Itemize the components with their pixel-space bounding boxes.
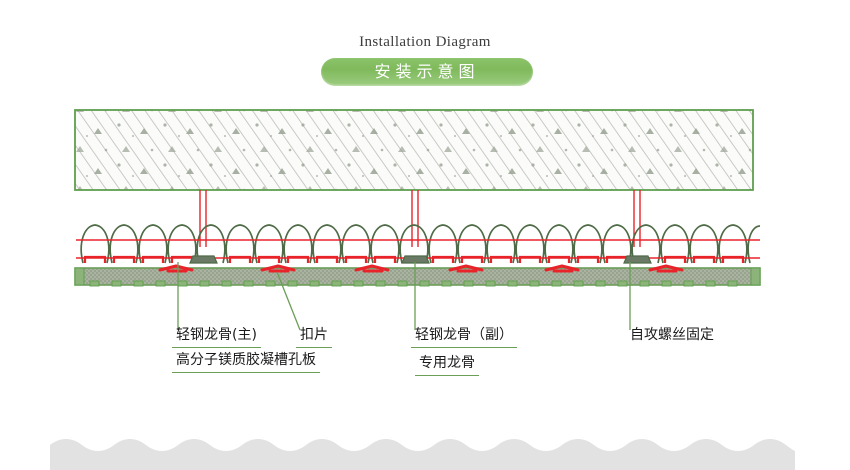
- keel-arch-row: [76, 224, 761, 264]
- label-main-keel: 轻钢龙骨(主): [172, 325, 261, 348]
- page-title-english: Installation Diagram: [359, 34, 491, 50]
- label-clip: 扣片: [296, 325, 332, 348]
- label-sub-keel: 轻钢龙骨（副）: [411, 325, 517, 348]
- leader-lines: [177, 262, 631, 331]
- panel-board-layer: [74, 267, 761, 287]
- label-special-keel: 专用龙骨: [415, 353, 479, 376]
- bottom-wave-decoration: [50, 439, 795, 470]
- title-badge: 安装示意图: [321, 58, 533, 86]
- clip-pieces: [158, 264, 684, 273]
- label-board: 高分子镁质胶凝槽孔板: [172, 350, 320, 373]
- hanger-rods: [199, 190, 641, 247]
- concrete-slab-layer: [74, 109, 754, 191]
- page-title-chinese: 安装示意图: [374, 62, 480, 81]
- label-screw-fixing: 自攻螺丝固定: [630, 327, 714, 343]
